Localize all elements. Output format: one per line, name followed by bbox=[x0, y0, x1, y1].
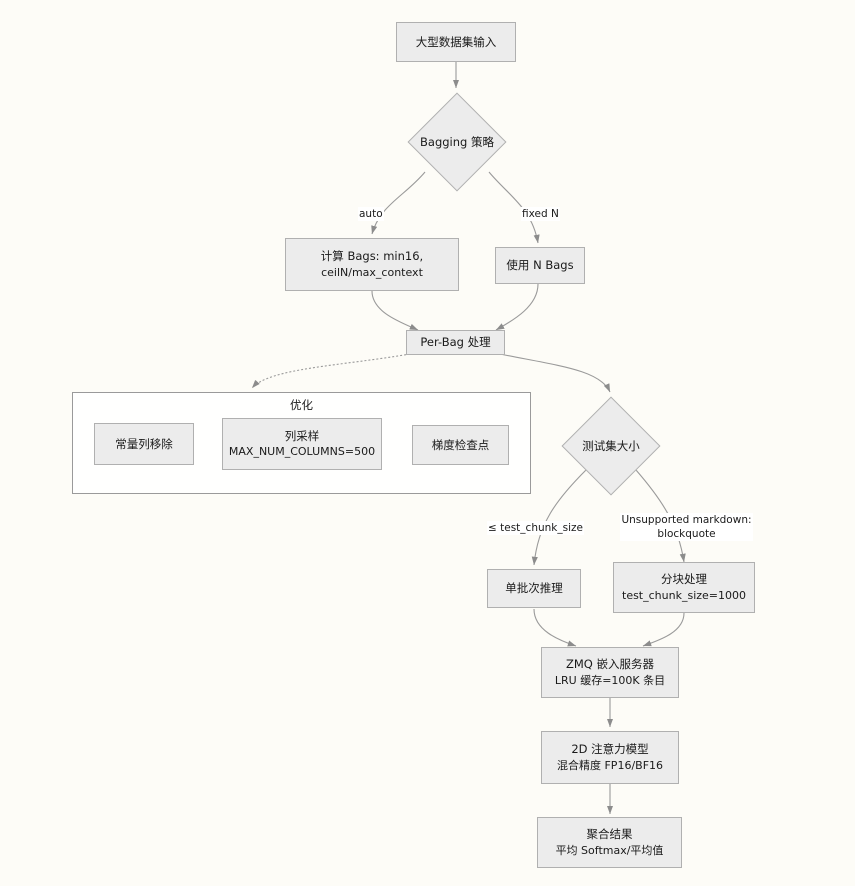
node-gradient-checkpoint[interactable]: 梯度检查点 bbox=[412, 425, 509, 465]
node-attention-model-line1: 2D 注意力模型 bbox=[571, 742, 649, 757]
subgraph-optimization-title: 优化 bbox=[290, 398, 313, 412]
node-joint-results-line2: 平均 Softmax/平均值 bbox=[555, 843, 664, 857]
node-zmq-server[interactable]: ZMQ 嵌入服务器 LRU 缓存=100K 条目 bbox=[541, 647, 679, 698]
node-joint-results-line1: 聚合结果 bbox=[586, 827, 633, 842]
node-attention-model-line2: 混合精度 FP16/BF16 bbox=[556, 758, 664, 772]
edge-single-to-zmq bbox=[533, 608, 577, 647]
edge-label-unsupported-line2: blockquote bbox=[657, 528, 716, 541]
node-compute-bags-line1: 计算 Bags: min16, bbox=[320, 249, 424, 264]
edge-label-fixed-n: fixed N bbox=[521, 207, 560, 222]
edge-label-auto: auto bbox=[358, 207, 384, 222]
edge-usen-to-perbag bbox=[495, 283, 539, 331]
edge-compute-to-perbag bbox=[371, 290, 419, 331]
node-test-set-size-label: 测试集大小 bbox=[582, 439, 640, 453]
edge-testsize-to-single bbox=[531, 469, 587, 566]
node-input[interactable]: 大型数据集输入 bbox=[396, 22, 516, 62]
edge-label-le-chunk-size: ≤ test_chunk_size bbox=[487, 521, 584, 536]
node-test-set-size[interactable]: 测试集大小 bbox=[561, 396, 661, 496]
node-gradient-checkpoint-label: 梯度检查点 bbox=[431, 437, 490, 452]
node-column-sampling-line1: 列采样 bbox=[284, 428, 320, 443]
node-zmq-server-line2: LRU 缓存=100K 条目 bbox=[554, 673, 666, 687]
node-joint-results[interactable]: 聚合结果 平均 Softmax/平均值 bbox=[537, 817, 682, 868]
node-chunked-line1: 分块处理 bbox=[661, 572, 707, 587]
node-chunked[interactable]: 分块处理 test_chunk_size=1000 bbox=[613, 562, 755, 613]
node-compute-bags-line2: ceilN/max_context bbox=[321, 265, 423, 279]
node-attention-model[interactable]: 2D 注意力模型 混合精度 FP16/BF16 bbox=[541, 731, 679, 784]
node-bagging-strategy-label: Bagging 策略 bbox=[420, 135, 494, 149]
node-input-label: 大型数据集输入 bbox=[415, 34, 497, 49]
node-use-n-bags-label: 使用 N Bags bbox=[506, 258, 574, 273]
edge-chunked-to-zmq bbox=[642, 612, 685, 647]
edge-label-unsupported-markdown: Unsupported markdown: blockquote bbox=[620, 513, 753, 542]
node-bagging-strategy[interactable]: Bagging 策略 bbox=[407, 92, 507, 192]
edge-label-unsupported-line1: Unsupported markdown: bbox=[621, 514, 752, 526]
node-single-batch-label: 单批次推理 bbox=[505, 581, 563, 596]
node-constant-col-removal[interactable]: 常量列移除 bbox=[94, 423, 194, 465]
node-column-sampling-line2: MAX_NUM_COLUMNS=500 bbox=[228, 445, 376, 459]
node-use-n-bags[interactable]: 使用 N Bags bbox=[495, 247, 585, 284]
node-constant-col-removal-label: 常量列移除 bbox=[115, 436, 173, 451]
edge-bagging-to-compute bbox=[371, 171, 426, 235]
node-compute-bags[interactable]: 计算 Bags: min16, ceilN/max_context bbox=[285, 238, 459, 291]
node-per-bag[interactable]: Per-Bag 处理 bbox=[406, 330, 505, 355]
edge-perbag-to-optimization bbox=[251, 353, 411, 389]
node-chunked-line2: test_chunk_size=1000 bbox=[622, 588, 746, 602]
node-per-bag-label: Per-Bag 处理 bbox=[420, 335, 491, 350]
node-column-sampling[interactable]: 列采样 MAX_NUM_COLUMNS=500 bbox=[222, 418, 382, 470]
node-zmq-server-line1: ZMQ 嵌入服务器 bbox=[565, 657, 654, 672]
edge-perbag-to-testsize bbox=[499, 353, 611, 393]
node-single-batch[interactable]: 单批次推理 bbox=[487, 569, 581, 608]
